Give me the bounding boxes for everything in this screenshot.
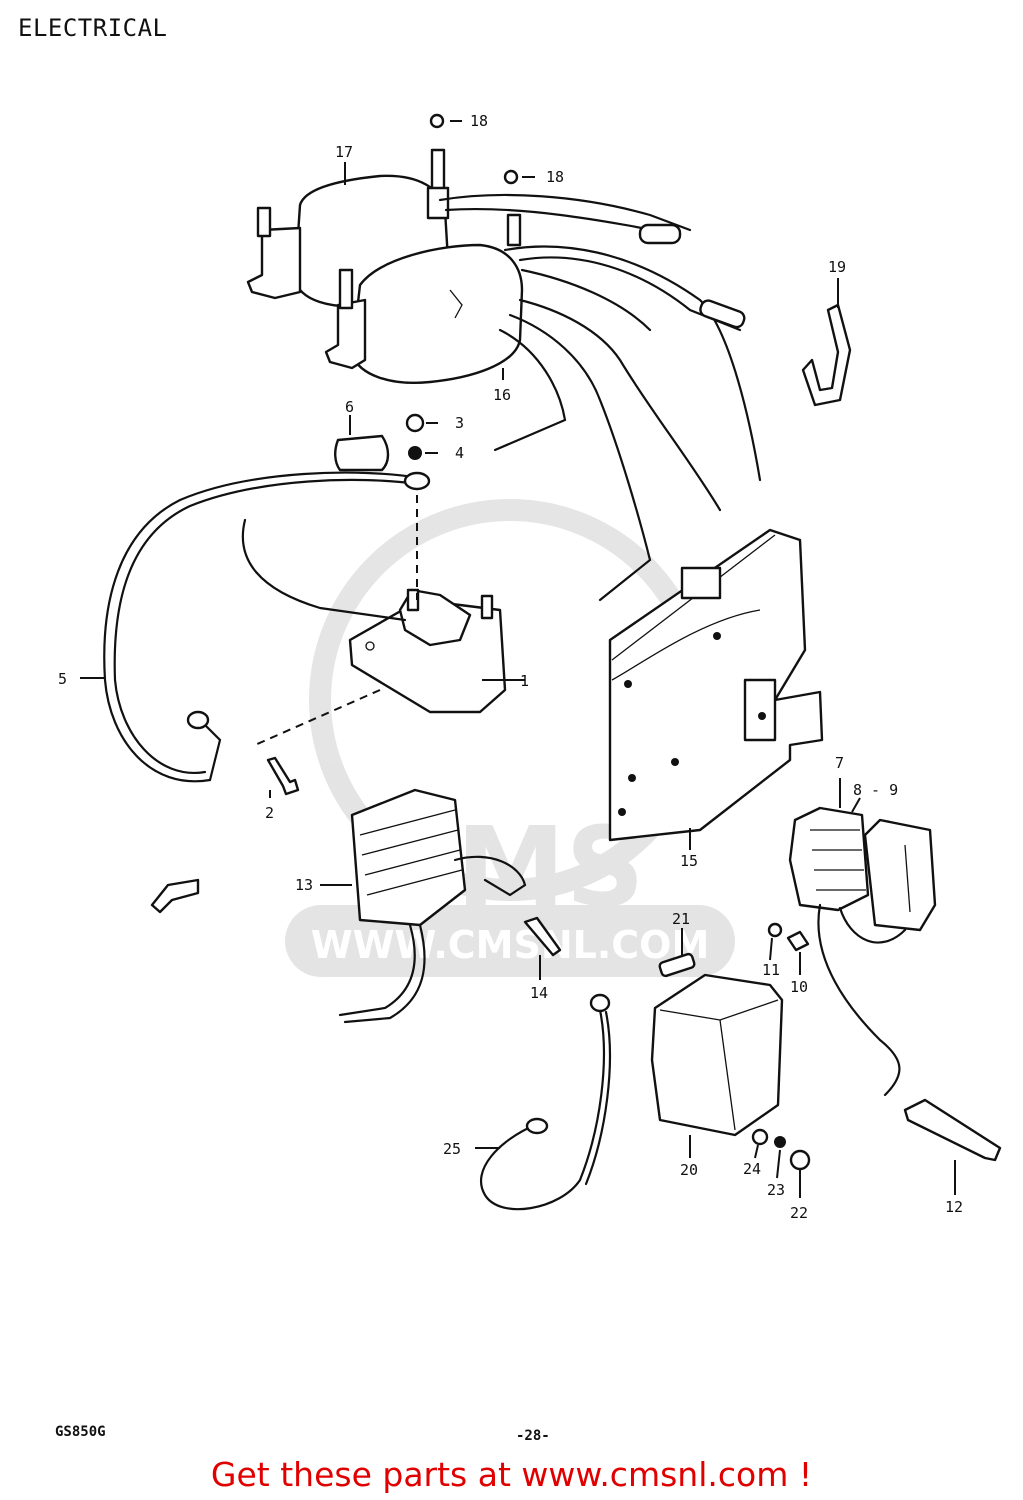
callout-10: 10 — [790, 978, 808, 996]
callout-20: 20 — [680, 1161, 698, 1179]
callout-6: 6 — [345, 398, 354, 416]
callout-2: 2 — [265, 804, 274, 822]
part-5-cable — [103, 471, 431, 783]
part-15-panel — [608, 528, 824, 842]
watermark-url: WWW.CMSNL.COM — [311, 923, 710, 967]
part-2-screw — [266, 756, 300, 796]
leader-lines — [80, 120, 956, 1198]
callout-8-9: 8 - 9 — [853, 781, 898, 799]
part-21-fuse — [658, 952, 696, 978]
part-14-bolt — [523, 916, 562, 957]
part-25-cable — [479, 993, 612, 1211]
part-23-washer — [774, 1136, 786, 1148]
callout-24: 24 — [743, 1160, 761, 1178]
front-arrow-icon — [150, 878, 200, 914]
callout-5: 5 — [58, 670, 67, 688]
coil-wires — [438, 193, 762, 602]
callout-18-top: 18 — [470, 112, 488, 130]
callout-11: 11 — [762, 961, 780, 979]
callout-16: 16 — [493, 386, 511, 404]
part-6-cap — [334, 415, 390, 472]
callout-17: 17 — [335, 143, 353, 161]
part-22-screw — [789, 1149, 811, 1171]
dashed-guide-screw — [254, 689, 381, 746]
callout-12: 12 — [945, 1198, 963, 1216]
callout-1: 1 — [520, 672, 529, 690]
part-7-fuse-box — [788, 806, 937, 1097]
callout-13: 13 — [295, 876, 313, 894]
callout-4: 4 — [455, 444, 464, 462]
part-19-clamp — [801, 285, 852, 407]
page-number: -28- — [516, 1428, 550, 1444]
promo-link[interactable]: Get these parts at www.cmsnl.com ! — [210, 1455, 813, 1494]
part-4-washer — [408, 446, 422, 460]
part-12-strap — [903, 1098, 1002, 1162]
callout-21: 21 — [672, 910, 690, 928]
part-20-box — [650, 973, 784, 1137]
part-13-regulator — [338, 788, 527, 1024]
callout-15: 15 — [680, 852, 698, 870]
callout-19: 19 — [828, 258, 846, 276]
part-11-washer — [767, 922, 783, 938]
callout-7: 7 — [835, 754, 844, 772]
part-18-bolt — [429, 113, 519, 185]
part-10-screw — [786, 930, 810, 952]
callout-3: 3 — [455, 414, 464, 432]
part-3-nut — [405, 413, 425, 433]
callout-23: 23 — [767, 1181, 785, 1199]
model-code: GS850G — [55, 1424, 106, 1440]
part-1-starter-relay — [241, 518, 507, 714]
callout-22: 22 — [790, 1204, 808, 1222]
part-24-washer — [751, 1128, 769, 1146]
part-16-ignition-coil — [324, 213, 524, 384]
callout-14: 14 — [530, 984, 548, 1002]
callout-25: 25 — [443, 1140, 461, 1158]
page-title: ELECTRICAL — [18, 14, 168, 42]
callout-labels: 1 2 3 4 5 6 7 8 - 9 10 11 12 13 14 15 16… — [58, 112, 963, 1222]
callout-18-lower: 18 — [546, 168, 564, 186]
